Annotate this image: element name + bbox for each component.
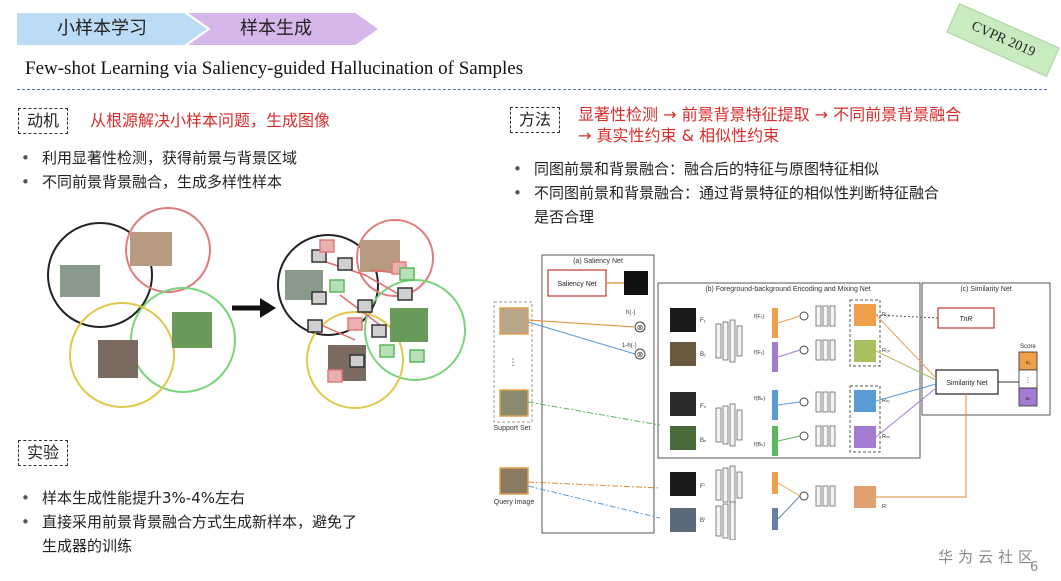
svg-text:⋮: ⋮: [509, 357, 518, 367]
feature-bn: [772, 426, 778, 456]
query-image-label: Query Image: [494, 499, 535, 506]
svg-text:Fₙ: Fₙ: [700, 404, 707, 410]
trnr-label: TnR: [959, 316, 972, 323]
svg-text:Rₙₙ: Rₙₙ: [882, 434, 890, 440]
motivation-tag: 动机: [18, 108, 69, 134]
fg-thumb-1: [670, 308, 696, 332]
svg-text:⋮: ⋮: [1025, 377, 1032, 384]
conference-badge: CVPR 2019: [946, 3, 1060, 77]
list-item: 不同图前景和背景融合：通过背景特征的相似性判断特征融合: [510, 181, 939, 205]
support-set-label: Support Set: [494, 425, 531, 432]
feature-f1: [772, 308, 778, 338]
bg-thumb-n: [670, 426, 696, 450]
fgbg-panel-title: (b) Foreground-background Encoding and M…: [705, 286, 870, 293]
method-tag: 方法: [510, 107, 561, 133]
method-bullets: 同图前景和背景融合：融合后的特征与原图特征相似 不同图前景和背景融合：通过背景特…: [510, 157, 939, 229]
svg-text:f(Bₙ): f(Bₙ): [754, 396, 765, 402]
circle-yellow: [69, 302, 175, 408]
svg-text:B₁: B₁: [700, 352, 706, 358]
support-image-1: [499, 307, 529, 335]
trnr-box: [937, 307, 995, 329]
photo-person: [98, 340, 138, 378]
feature-fn: [772, 390, 778, 420]
similarity-net-box: [935, 369, 999, 395]
svg-text:Bⁱ: Bⁱ: [700, 517, 705, 524]
feature-fq: [772, 472, 778, 494]
relation-r11: [854, 304, 876, 326]
experiment-bullets: 样本生成性能提升3%-4%左右 直接采用前景背景融合方式生成新样本，避免了 生成…: [18, 486, 357, 558]
motivation-headline: 从根源解决小样本问题，生成图像: [90, 111, 331, 130]
svg-text:f(F₁): f(F₁): [754, 350, 765, 356]
svg-text:⊗: ⊗: [637, 323, 644, 332]
svg-text:⊗: ⊗: [637, 350, 644, 359]
footer-brand: 华为云社区: [938, 548, 1039, 566]
svg-text:F₁: F₁: [700, 318, 706, 324]
feature-bq: [772, 508, 778, 530]
score-sn: [1018, 387, 1038, 407]
breadcrumb-step-few-shot: 小样本学习: [17, 13, 207, 45]
experiment-tag: 实验: [18, 440, 69, 466]
title-divider: [17, 89, 1047, 90]
similarity-net-label: Similarity Net: [946, 380, 987, 387]
svg-text:Fⁱ: Fⁱ: [700, 483, 705, 490]
circle-black: [47, 222, 153, 328]
circle-red: [125, 207, 211, 293]
saliency-mask: [624, 271, 648, 295]
breadcrumb-step-sample-generation: 样本生成: [188, 13, 378, 45]
photo-airplane: [60, 265, 100, 297]
list-item: 不同前景背景融合，生成多样性样本: [18, 170, 297, 194]
svg-text:sₙ: sₙ: [1026, 396, 1031, 402]
svg-text:Rₙ₁: Rₙ₁: [882, 398, 890, 404]
method-pipeline-line2: → 真实性约束 & 相似性约束: [578, 126, 780, 145]
svg-text:h(·): h(·): [626, 310, 635, 316]
svg-text:f(Bₙ): f(Bₙ): [754, 442, 765, 448]
list-item-continuation: 生成器的训练: [42, 537, 133, 555]
method-pipeline-line1: 显著性检测 → 前景背景特征提取 → 不同前景背景融合: [578, 105, 962, 124]
panel-similarity: [921, 282, 1051, 416]
photo-giraffes: [130, 232, 172, 266]
relation-r1n: [854, 340, 876, 362]
svg-text:s₁: s₁: [1026, 360, 1031, 366]
architecture-diagram: (a) Saliency Net (b) Foreground-backgrou…: [493, 254, 1051, 540]
panel-saliency: [541, 254, 655, 534]
list-item: 同图前景和背景融合：融合后的特征与原图特征相似: [510, 157, 939, 181]
similarity-panel-title: (c) Similarity Net: [960, 286, 1011, 293]
svg-text:R₁ₙ: R₁ₙ: [882, 348, 890, 354]
fg-thumb-n: [670, 392, 696, 416]
relation-rn1: [854, 390, 876, 412]
list-item-continuation: 是否合理: [534, 208, 595, 226]
query-image: [499, 467, 529, 495]
list-item: 直接采用前景背景融合方式生成新样本，避免了: [18, 510, 357, 534]
list-item: 样本生成性能提升3%-4%左右: [18, 486, 357, 510]
fg-thumb-q: [670, 472, 696, 496]
bg-thumb-1: [670, 342, 696, 366]
list-item: 利用显著性检测，获得前景与背景区域: [18, 146, 297, 170]
panel-fg-bg: [657, 282, 921, 459]
svg-text:Bₙ: Bₙ: [700, 438, 707, 444]
photo-cat: [172, 312, 212, 348]
paper-title: Few-shot Learning via Saliency-guided Ha…: [25, 58, 524, 79]
motivation-illustration: [47, 207, 466, 409]
relation-rnn: [854, 426, 876, 448]
feature-b1: [772, 342, 778, 372]
saliency-net-label: Saliency Net: [557, 281, 596, 288]
svg-text:Rⁱ: Rⁱ: [882, 503, 887, 510]
score-label: Score: [1020, 344, 1036, 350]
saliency-panel-title: (a) Saliency Net: [573, 258, 623, 265]
page-number: 6: [1030, 560, 1039, 575]
motivation-bullets: 利用显著性检测，获得前景与背景区域 不同前景背景融合，生成多样性样本: [18, 146, 297, 194]
arrow-head-icon: [260, 298, 276, 318]
relation-rq: [854, 486, 876, 508]
bg-thumb-q: [670, 508, 696, 532]
support-image-n: [499, 389, 529, 417]
svg-text:1-h(·): 1-h(·): [622, 343, 637, 349]
svg-text:f(F₁): f(F₁): [754, 314, 765, 320]
